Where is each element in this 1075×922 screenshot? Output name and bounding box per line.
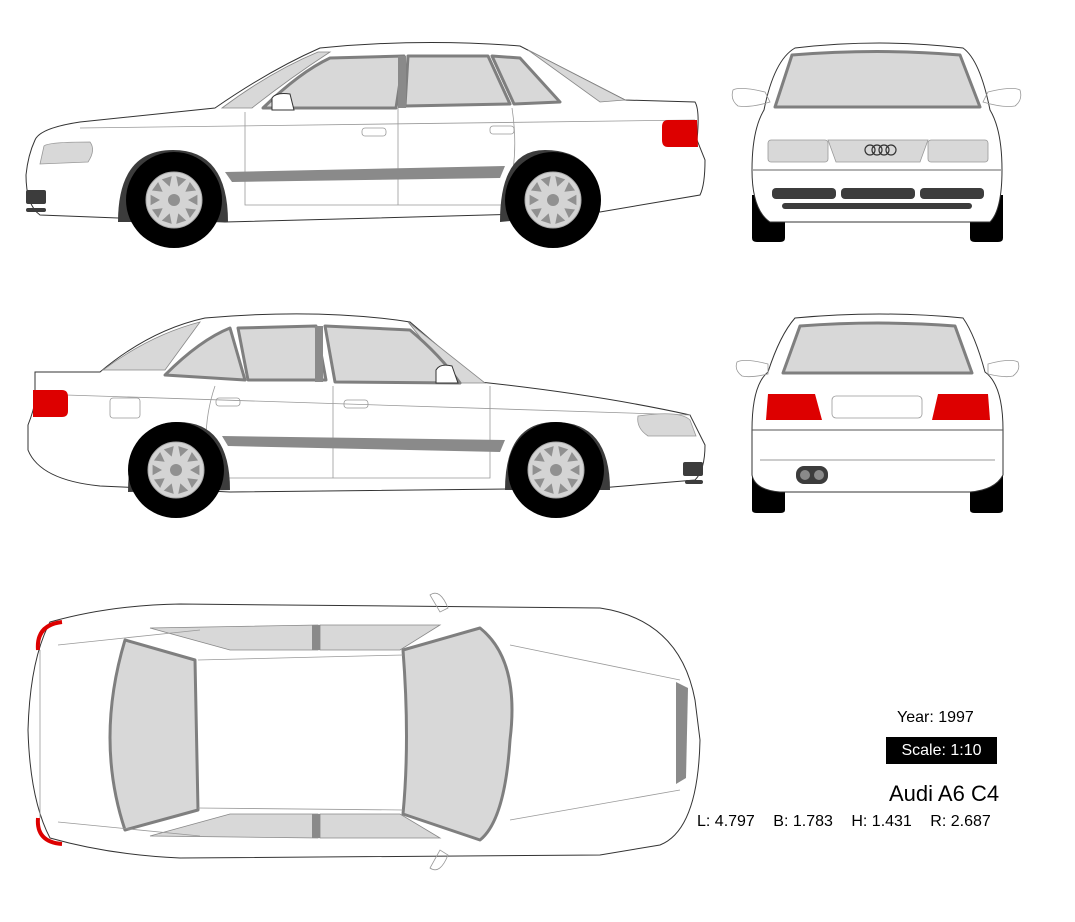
dimension-length: L: 4.797 [697, 813, 755, 830]
rear-view [735, 313, 1020, 513]
dimension-breadth: B: 1.783 [773, 813, 833, 830]
scale-badge: Scale: 1:10 [886, 737, 997, 764]
side-view-right [27, 313, 706, 518]
top-view [27, 592, 701, 871]
audi-rings-logo [864, 144, 897, 156]
rear-wheel [505, 152, 601, 248]
front-view [731, 42, 1022, 242]
model-title: Audi A6 C4 [889, 781, 1000, 806]
side-view-left [25, 41, 706, 248]
dimension-height: H: 1.431 [851, 813, 912, 830]
dimension-wheelbase: R: 2.687 [930, 813, 991, 830]
year-label: Year: 1997 [897, 709, 974, 726]
front-wheel [126, 152, 222, 248]
dimensions-row: L: 4.797 B: 1.783 H: 1.431 R: 2.687 [697, 813, 991, 831]
